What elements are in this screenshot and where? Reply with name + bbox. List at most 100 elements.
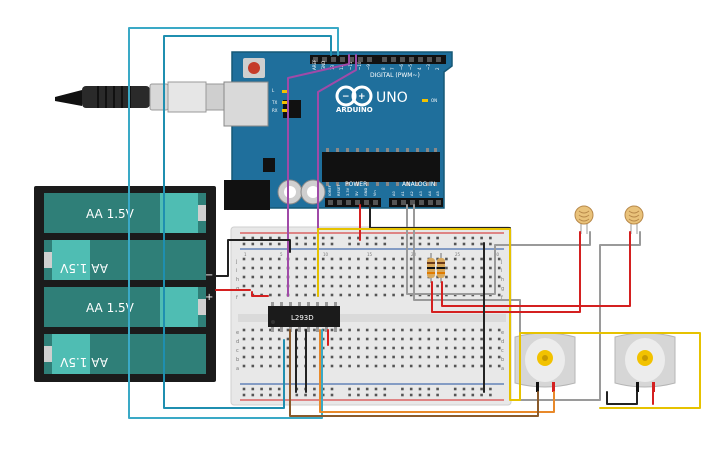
wire-red-chip xyxy=(251,291,269,297)
row-label-b-right: b xyxy=(501,357,504,363)
power-jack xyxy=(224,180,270,210)
battery-cell-1-label: AA 1.5V xyxy=(86,207,135,221)
pin-a1-label: A1 xyxy=(401,191,405,196)
arduino-uno-board[interactable]: DIGITAL (PWM~) AREF GND 13 12 ~11 ~10 ~9… xyxy=(223,51,453,210)
wire-red-ldr1 xyxy=(431,231,581,313)
col-label-5: 5 xyxy=(280,252,283,257)
atmega-chip xyxy=(322,152,440,182)
pin-reset-label: RESET xyxy=(337,184,341,196)
usb-port xyxy=(223,81,269,127)
battery-cell-4: AA 1.5V xyxy=(44,334,206,374)
col-label-15: 15 xyxy=(367,252,373,257)
arduino-logo: − + xyxy=(335,85,373,107)
pin-ioref-label: IOREF xyxy=(328,185,332,196)
col-label-25: 25 xyxy=(455,252,461,257)
row-label-d-right: d xyxy=(501,339,504,345)
analog-label: ANALOG IN xyxy=(402,181,435,188)
power-header xyxy=(325,198,381,207)
pin-2-label: 2 xyxy=(435,67,440,70)
row-label-j: j xyxy=(235,259,237,265)
pin-a3-label: A3 xyxy=(419,191,423,196)
row-label-i-right: i xyxy=(501,268,502,274)
wire-cyan-1 xyxy=(128,27,339,419)
svg-text:−: − xyxy=(342,92,350,102)
pin-10-label: ~10 xyxy=(357,61,362,70)
row-label-e-right: e xyxy=(501,330,504,336)
row-label-e: e xyxy=(236,330,239,336)
resistor-2[interactable] xyxy=(437,253,445,283)
rx-label: RX xyxy=(272,108,278,113)
pin-11-label: ~11 xyxy=(348,61,353,70)
row-label-c: c xyxy=(236,348,239,354)
wire-yellow xyxy=(317,228,701,409)
row-label-i: i xyxy=(236,268,237,274)
chip-label: L293D xyxy=(291,314,314,322)
pin-a4-label: A4 xyxy=(428,191,432,196)
wire-black-battery xyxy=(215,239,291,277)
analog-header xyxy=(389,198,443,207)
battery-minus-label: − xyxy=(205,270,213,281)
pin-vin-label: Vin xyxy=(373,190,377,196)
battery-cell-3: AA 1.5V xyxy=(44,287,206,327)
row-label-h: h xyxy=(236,277,239,283)
usb-cable xyxy=(55,81,237,113)
row-label-g-right: g xyxy=(501,286,504,292)
row-label-f: f xyxy=(236,295,238,301)
battery-cell-2: AA 1.5V xyxy=(44,240,206,280)
photoresistor-1[interactable] xyxy=(574,205,594,234)
model-label: UNO xyxy=(376,90,408,106)
pin-7-label: 7 xyxy=(390,67,395,70)
wire-purple-1 xyxy=(287,54,350,297)
pin-aref-label: AREF xyxy=(312,59,317,70)
l-label: L xyxy=(272,88,275,93)
pin-4-label: 4 xyxy=(417,67,422,70)
pin-9-label: ~9 xyxy=(366,64,371,70)
row-label-f-right: f xyxy=(501,295,503,301)
wire-red-ldr2 xyxy=(441,231,631,307)
dc-motor-2[interactable] xyxy=(614,332,676,392)
pin-gnd2-label: GND xyxy=(364,188,368,196)
wire-gray-1 xyxy=(406,204,591,295)
wire-orange xyxy=(319,329,555,413)
pin-6-label: ~6 xyxy=(399,64,404,70)
row-label-j-right: j xyxy=(500,259,502,265)
pin-5-label: ~5 xyxy=(408,64,413,70)
pin-gnd-label: GND xyxy=(321,61,326,70)
row-label-a-right: a xyxy=(501,366,504,372)
resistor-1[interactable] xyxy=(427,253,435,283)
pin-5v-label: 5V xyxy=(355,191,359,196)
svg-text:+: + xyxy=(358,92,366,102)
row-label-b: b xyxy=(236,357,239,363)
col-label-30: 30 xyxy=(494,252,500,257)
pin-3-label: ~3 xyxy=(426,64,431,70)
digital-label: DIGITAL (PWM~) xyxy=(370,72,420,79)
wire-purple-2 xyxy=(317,54,357,297)
tx-label: TX xyxy=(271,100,277,105)
pin-a0-label: A0 xyxy=(392,191,396,196)
pin-a5-label: A5 xyxy=(436,191,440,196)
pin-3v3-label: 3.3V xyxy=(346,187,350,196)
on-label: ON xyxy=(431,98,437,103)
wire-cyan-2 xyxy=(163,35,332,409)
wire-brown xyxy=(289,329,539,417)
row-label-c-right: c xyxy=(501,348,504,354)
row-label-h-right: h xyxy=(501,277,504,283)
battery-pack[interactable]: AA 1.5V AA 1.5V AA 1.5V AA 1.5V − + xyxy=(34,186,216,382)
pin-12-label: 12 xyxy=(339,64,344,70)
wire-black-motor2 xyxy=(606,391,638,405)
battery-plus-label: + xyxy=(205,292,213,303)
col-label-10: 10 xyxy=(323,252,329,257)
row-label-a: a xyxy=(236,366,239,372)
row-label-d: d xyxy=(236,339,239,345)
pin-a2-label: A2 xyxy=(410,191,414,196)
battery-cell-4-label: AA 1.5V xyxy=(59,355,108,369)
power-label: POWER xyxy=(345,181,367,188)
battery-cell-2-label: AA 1.5V xyxy=(59,261,108,275)
digital-header xyxy=(310,55,446,64)
battery-cell-1: AA 1.5V xyxy=(44,193,206,233)
photoresistor-2[interactable] xyxy=(624,205,644,234)
dc-motor-1[interactable] xyxy=(514,332,576,392)
col-label-1: 1 xyxy=(244,252,247,257)
pin-8-label: 8 xyxy=(381,67,386,70)
brand-label: ARDUINO xyxy=(336,106,373,114)
